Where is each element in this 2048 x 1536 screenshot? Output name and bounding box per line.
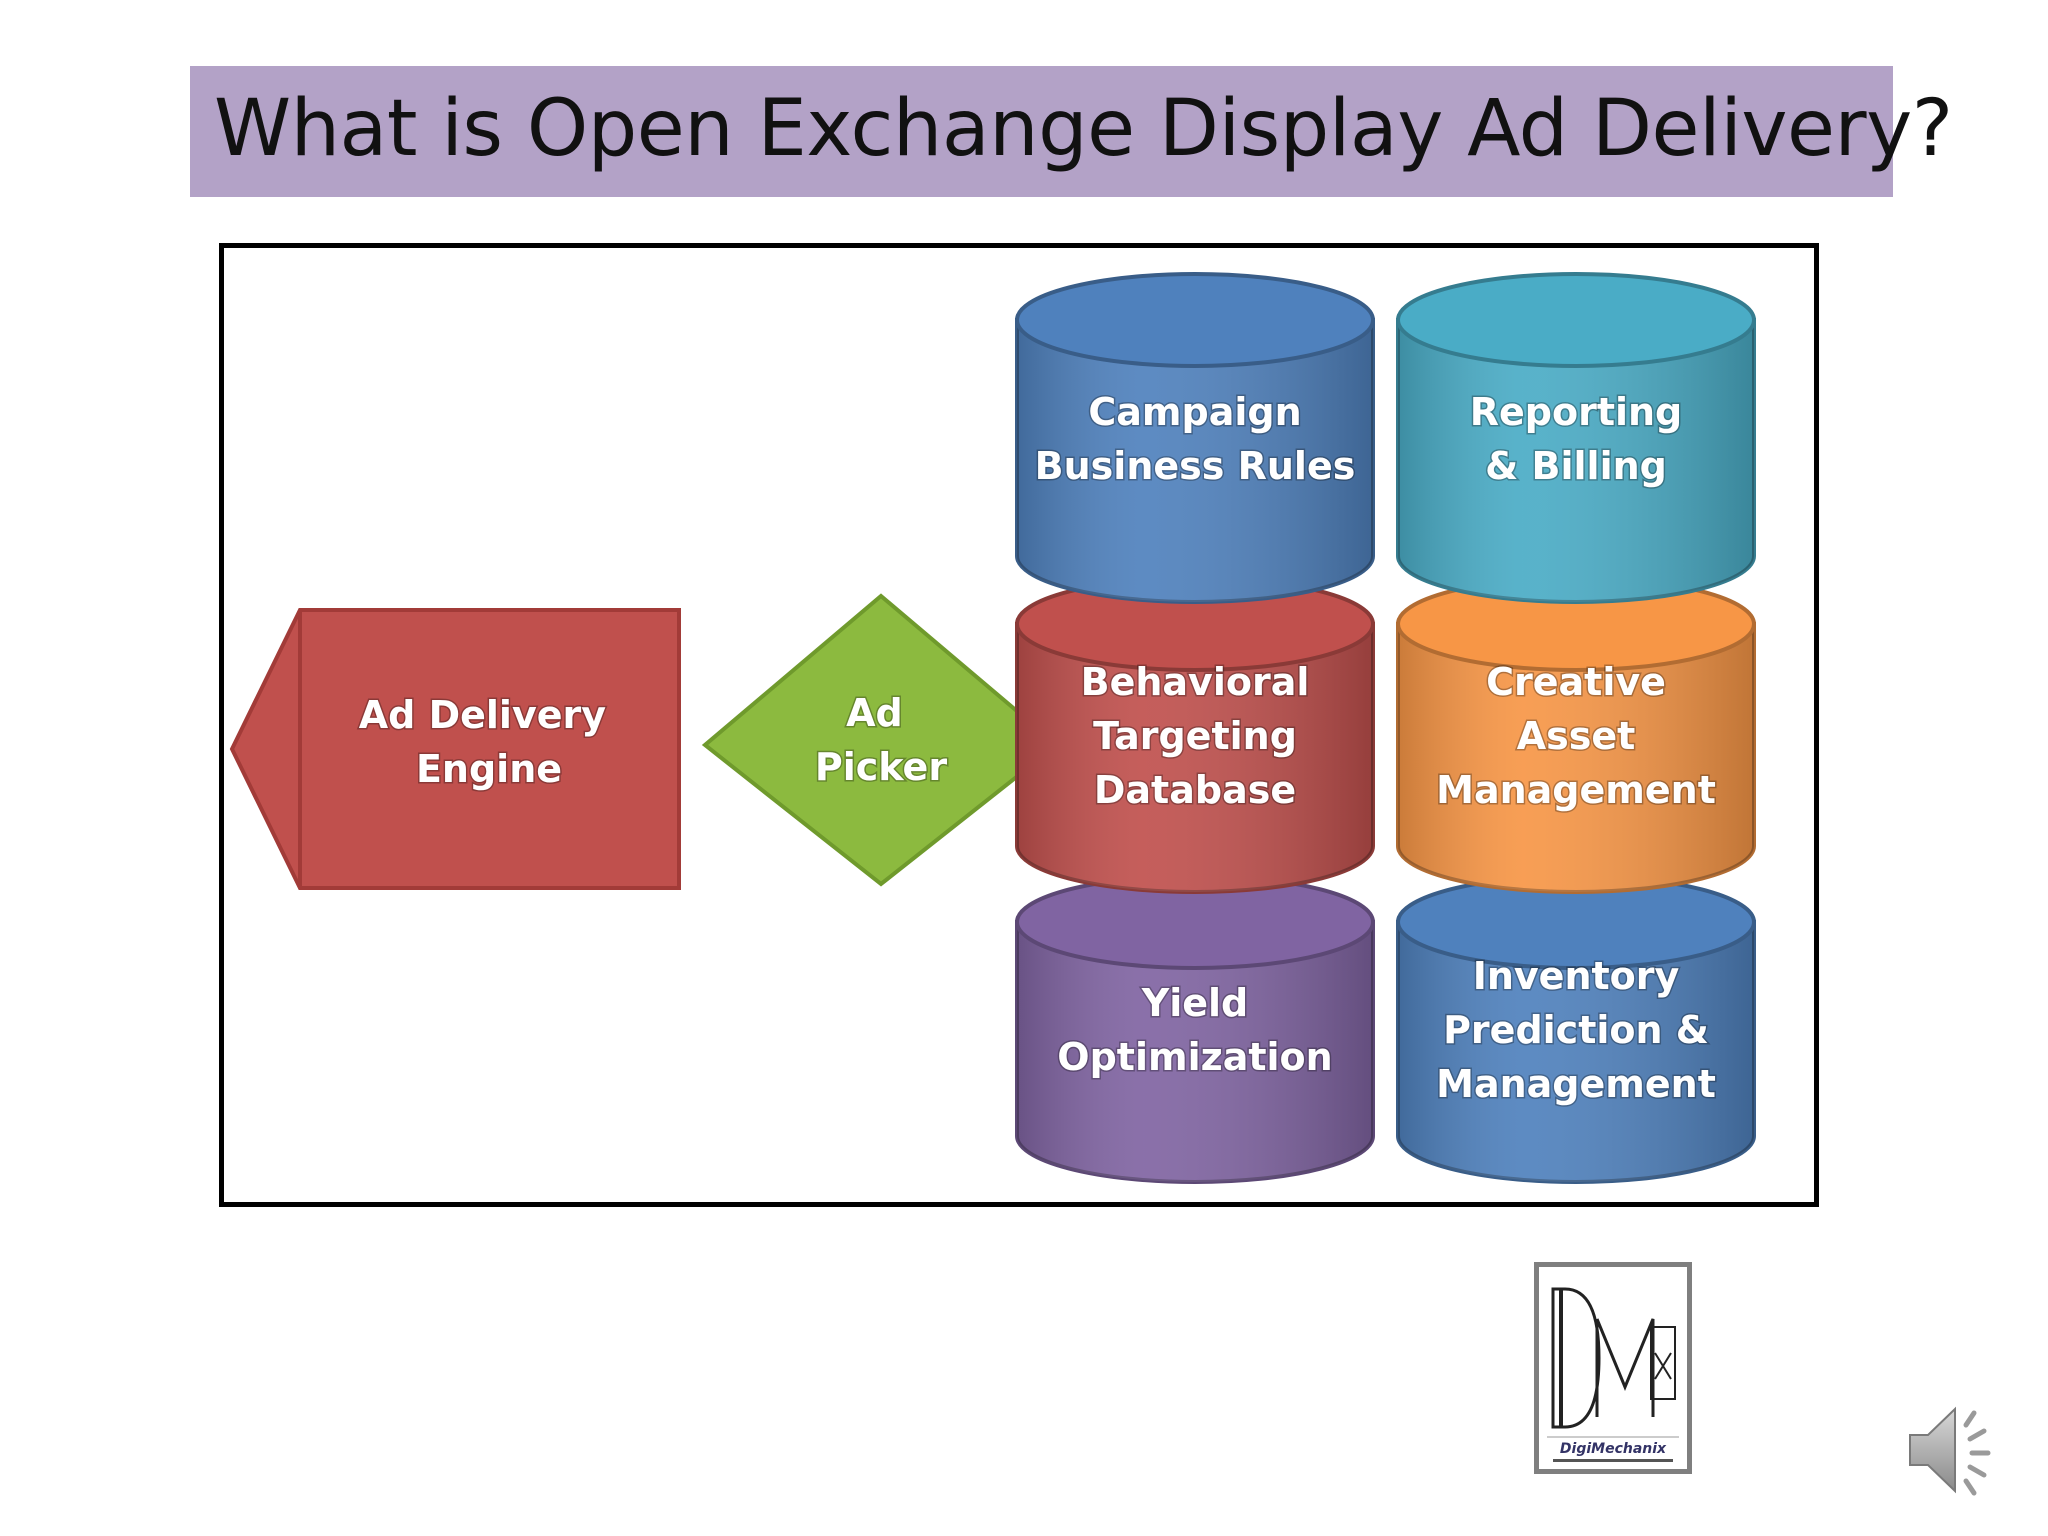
ad-delivery-engine-line-2: Engine [416,747,562,791]
logo-mark-text: DMx [1611,1294,1615,1296]
ad-picker-shape: Ad Picker [701,593,1061,887]
database-label-line: Behavioral [1081,660,1310,704]
dmx-logo-mark: DMx DigiMechanix [1547,1287,1679,1462]
database-label-line: Prediction & [1443,1008,1709,1052]
database-label-line: Management [1436,1062,1716,1106]
database-label-line: Management [1436,768,1716,812]
digimechanix-logo: DMx DigiMechanix [1534,1262,1692,1474]
logo-company-name: DigiMechanix [1560,1441,1667,1457]
database-label-line: Yield [1141,981,1249,1025]
database-label-line: Business Rules [1035,444,1356,488]
database-label-line: Inventory [1473,954,1680,998]
ad-delivery-engine-line-1: Ad Delivery [359,693,606,737]
speaker-icon[interactable] [1900,1395,2010,1510]
database-label-2: Reporting & Billing [1470,390,1683,488]
database-label-line: Targeting [1093,714,1297,758]
database-label-line: Database [1094,768,1296,812]
ad-picker-line-1: Ad [846,691,903,735]
ad-delivery-engine-label: Ad Delivery Engine [359,693,620,791]
database-label-line: Creative [1486,660,1666,704]
ad-picker-line-2: Picker [815,745,947,789]
slide-title: What is Open Exchange Display Ad Deliver… [214,84,1953,174]
database-cylinder-2: Reporting & Billing [1396,272,1756,604]
database-label-line: Campaign [1088,390,1301,434]
title-bar: What is Open Exchange Display Ad Deliver… [190,66,1953,197]
ad-delivery-engine-shape: Ad Delivery Engine [229,608,681,890]
database-label-line: Optimization [1057,1035,1332,1079]
ad-picker-label: Ad Picker [815,691,947,789]
database-label-line: Reporting [1470,390,1683,434]
database-label-line: Asset [1517,714,1636,758]
database-label-line: & Billing [1485,444,1667,488]
